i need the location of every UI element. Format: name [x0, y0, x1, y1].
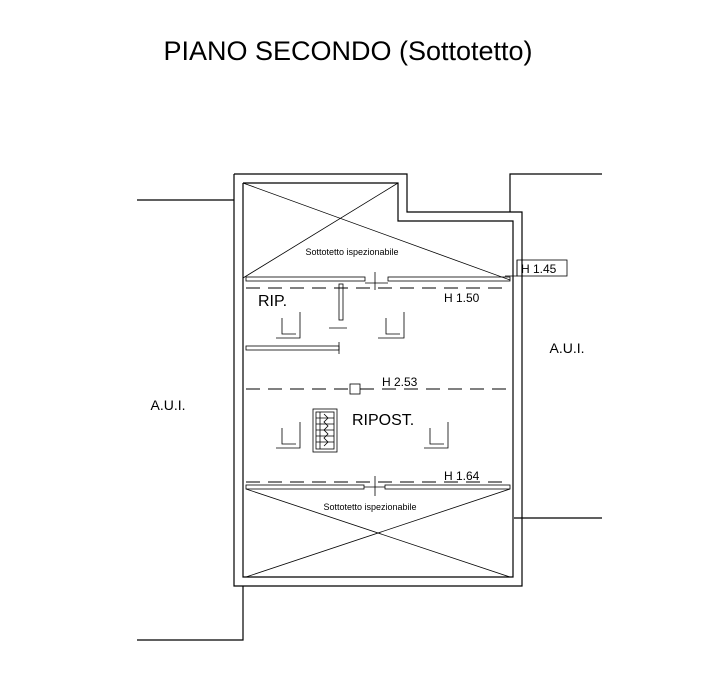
rip-partition-vertical	[338, 283, 344, 321]
rip-partition-horizontal	[245, 345, 340, 351]
top-attic-diagonal-1	[242, 182, 511, 281]
roof-window-1	[276, 312, 301, 339]
ridge-marker	[349, 383, 361, 395]
top-attic-label: Sottotetto ispezionabile	[305, 247, 398, 257]
h145-box	[516, 259, 568, 277]
room-rip-label: RIP.	[258, 293, 287, 310]
bottom-attic-label: Sottotetto ispezionabile	[323, 502, 416, 512]
aui-right-label: A.U.I.	[549, 340, 584, 356]
top-partition-left	[245, 276, 366, 282]
room-ripost-label: RIPOST.	[352, 412, 414, 429]
h253-label: H 2.53	[382, 375, 418, 389]
bottom-partition-left	[245, 484, 365, 490]
h164-label: H 1.64	[444, 469, 480, 483]
right-neighbor-wall-top	[509, 173, 602, 212]
h150-label: H 1.50	[444, 291, 480, 305]
roof-window-4	[424, 422, 449, 449]
aui-left-label: A.U.I.	[150, 397, 185, 413]
roof-window-2	[378, 312, 405, 339]
bottom-attic-diagonal-2	[245, 488, 511, 578]
roof-window-3	[276, 422, 301, 449]
bottom-partition-right	[384, 484, 511, 490]
top-partition-right	[387, 276, 511, 282]
left-neighbor-wall-bottom	[137, 586, 244, 641]
inner-wall	[242, 182, 514, 578]
h145-leader	[505, 260, 518, 277]
stair-icon	[312, 408, 338, 453]
h145-label: H 1.45	[521, 262, 557, 276]
top-attic-diagonal-2	[242, 182, 399, 279]
plan-title: PIANO SECONDO (Sottotetto)	[163, 36, 532, 66]
outer-wall	[233, 173, 523, 587]
